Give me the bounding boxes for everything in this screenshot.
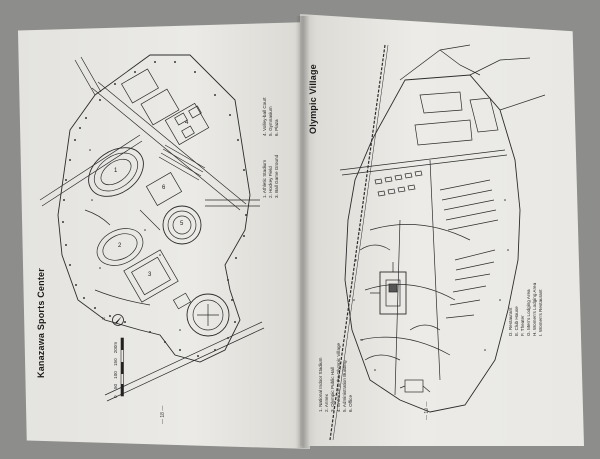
left-page bbox=[18, 22, 310, 449]
map-label-5: 5 bbox=[180, 221, 184, 227]
map-label-3: 3 bbox=[148, 272, 152, 278]
north-arrow-icon bbox=[112, 314, 124, 326]
map-label-6: 6 bbox=[162, 185, 166, 191]
north-arrow-label: N bbox=[102, 316, 106, 321]
map-label-1: 1 bbox=[114, 168, 118, 174]
right-legend-col1: 1. National Indoor Stadium 2. Annex 3. O… bbox=[318, 343, 354, 412]
scale-bar bbox=[120, 337, 124, 397]
right-page-number: — 19 — bbox=[424, 401, 430, 420]
book-gutter-shadow bbox=[296, 16, 310, 448]
map-label-2: 2 bbox=[118, 243, 122, 249]
right-legend-col2: D. Restaurant E. Club House F. Theater G… bbox=[508, 283, 544, 336]
legend-item: I. Women's Restaurant bbox=[538, 289, 543, 337]
legend-item: 6. Office bbox=[348, 394, 353, 412]
map-label-4: 4 bbox=[185, 120, 189, 126]
